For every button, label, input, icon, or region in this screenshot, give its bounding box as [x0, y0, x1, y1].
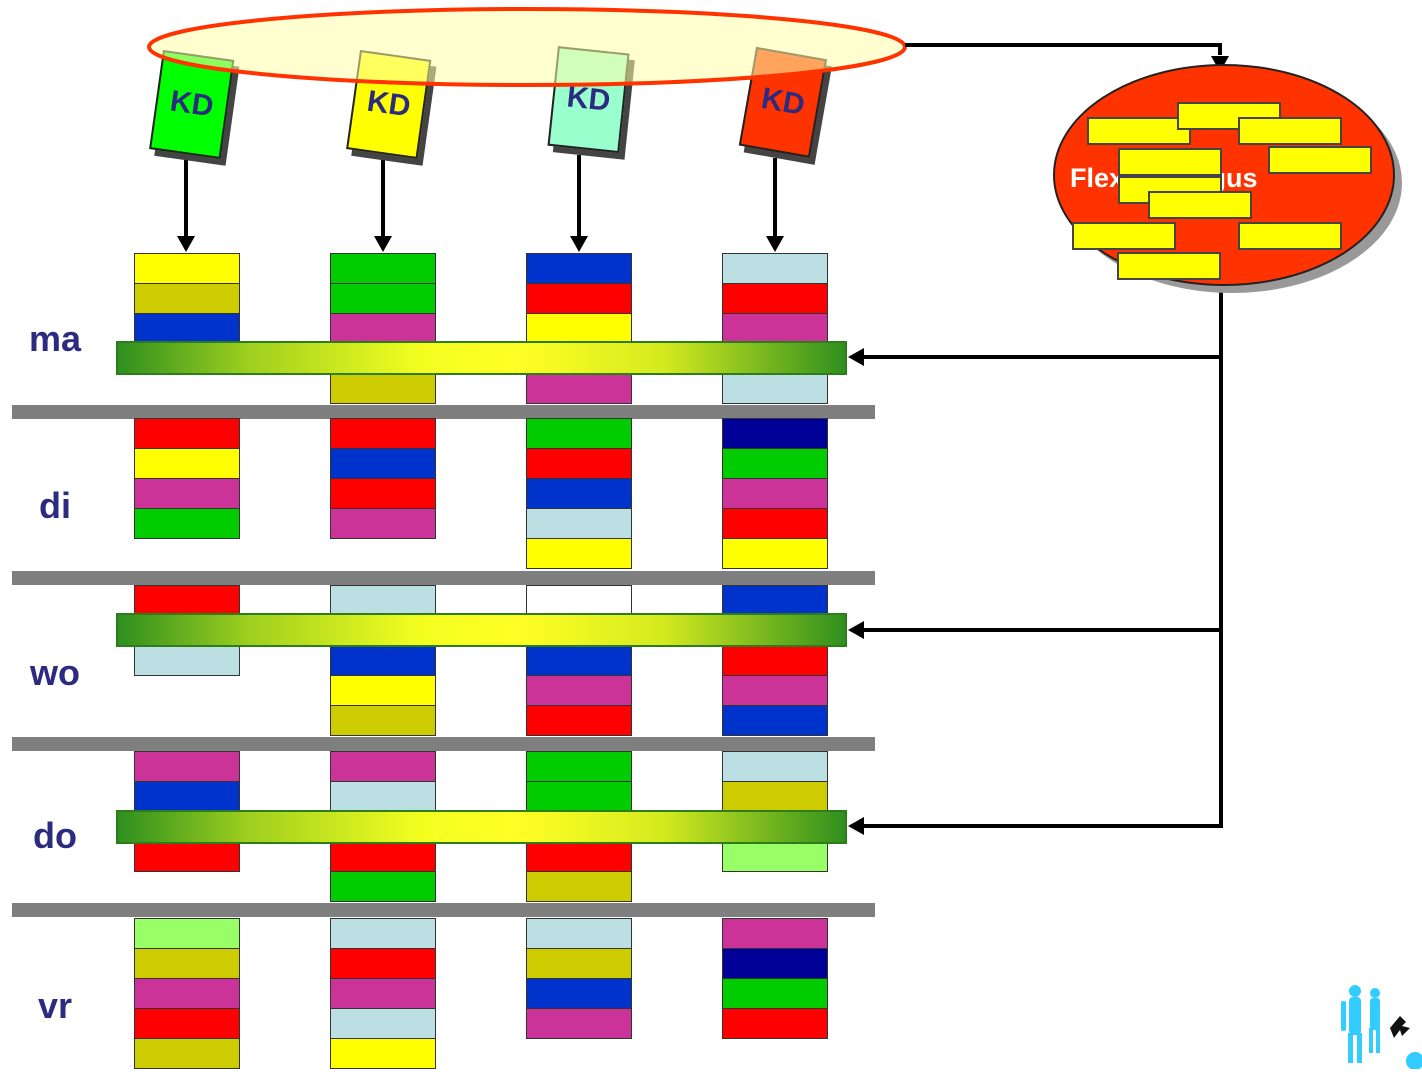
schedule-block: [134, 751, 240, 782]
schedule-block: [722, 751, 828, 782]
schedule-block: [526, 918, 632, 949]
catalog-item: [1118, 148, 1222, 176]
day-label-do: do: [33, 815, 77, 856]
schedule-block: [134, 313, 240, 344]
schedule-block: [330, 313, 436, 344]
schedule-block: [134, 1008, 240, 1039]
schedule-block: [526, 538, 632, 569]
schedule-block: [134, 508, 240, 539]
arrow-icon: [766, 236, 784, 252]
schedule-block: [722, 1008, 828, 1039]
catalog-item: [1148, 191, 1252, 219]
logo-icon: [1335, 983, 1422, 1070]
schedule-block: [526, 253, 632, 284]
schedule-block: [526, 585, 632, 616]
schedule-block: [134, 948, 240, 979]
schedule-block: [526, 705, 632, 736]
schedule-block: [330, 675, 436, 706]
arrow-icon: [177, 236, 195, 252]
schedule-block: [330, 508, 436, 539]
day-label-vr: vr: [37, 985, 73, 1026]
catalog-item: [1238, 222, 1342, 250]
schedule-block: [526, 675, 632, 706]
arrow-icon: [848, 817, 864, 835]
schedule-block: [526, 478, 632, 509]
schedule-block: [526, 418, 632, 449]
schedule-block: [330, 705, 436, 736]
day-separator: [12, 571, 875, 585]
schedule-block: [134, 1038, 240, 1069]
schedule-block: [722, 918, 828, 949]
schedule-block: [526, 508, 632, 539]
catalog-item: [1268, 146, 1372, 174]
schedule-block: [134, 448, 240, 479]
day-label-wo: wo: [30, 652, 80, 693]
schedule-block: [330, 373, 436, 404]
day-separator: [12, 405, 875, 419]
schedule-block: [134, 841, 240, 872]
arrow-icon: [848, 621, 864, 639]
catalog-item: [1072, 222, 1176, 250]
schedule-block: [526, 871, 632, 902]
schedule-block: [330, 448, 436, 479]
day-separator: [12, 737, 875, 751]
schedule-block: [330, 253, 436, 284]
schedule-block: [526, 781, 632, 812]
catalog-item: [1238, 117, 1342, 145]
highlight-bar: [116, 810, 847, 844]
arrow-icon: [848, 348, 864, 366]
schedule-block: [330, 478, 436, 509]
schedule-block: [722, 508, 828, 539]
schedule-block: [722, 283, 828, 314]
schedule-block: [722, 781, 828, 812]
schedule-block: [722, 418, 828, 449]
schedule-block: [330, 871, 436, 902]
schedule-block: [526, 751, 632, 782]
schedule-block: [330, 1008, 436, 1039]
arrow-icon: [570, 236, 588, 252]
schedule-block: [134, 253, 240, 284]
schedule-block: [722, 948, 828, 979]
schedule-block: [722, 705, 828, 736]
schedule-block: [526, 948, 632, 979]
highlight-bar: [116, 613, 847, 647]
day-label-ma: ma: [28, 318, 82, 359]
highlight-bar: [116, 341, 847, 375]
schedule-block: [330, 978, 436, 1009]
schedule-block: [134, 781, 240, 812]
day-label-di: di: [39, 485, 71, 526]
catalog-item: [1087, 117, 1191, 145]
schedule-block: [722, 538, 828, 569]
arrow-icon: [1211, 56, 1229, 72]
schedule-block: [330, 781, 436, 812]
schedule-block: [330, 948, 436, 979]
schedule-block: [330, 585, 436, 616]
arrow-icon: [374, 236, 392, 252]
catalog-item: [1117, 252, 1221, 280]
logo-graphic: [1341, 985, 1422, 1070]
schedule-block: [526, 1008, 632, 1039]
day-separator: [12, 903, 875, 917]
schedule-block: [722, 841, 828, 872]
schedule-block: [722, 585, 828, 616]
schedule-block: [134, 585, 240, 616]
schedule-block: [722, 448, 828, 479]
